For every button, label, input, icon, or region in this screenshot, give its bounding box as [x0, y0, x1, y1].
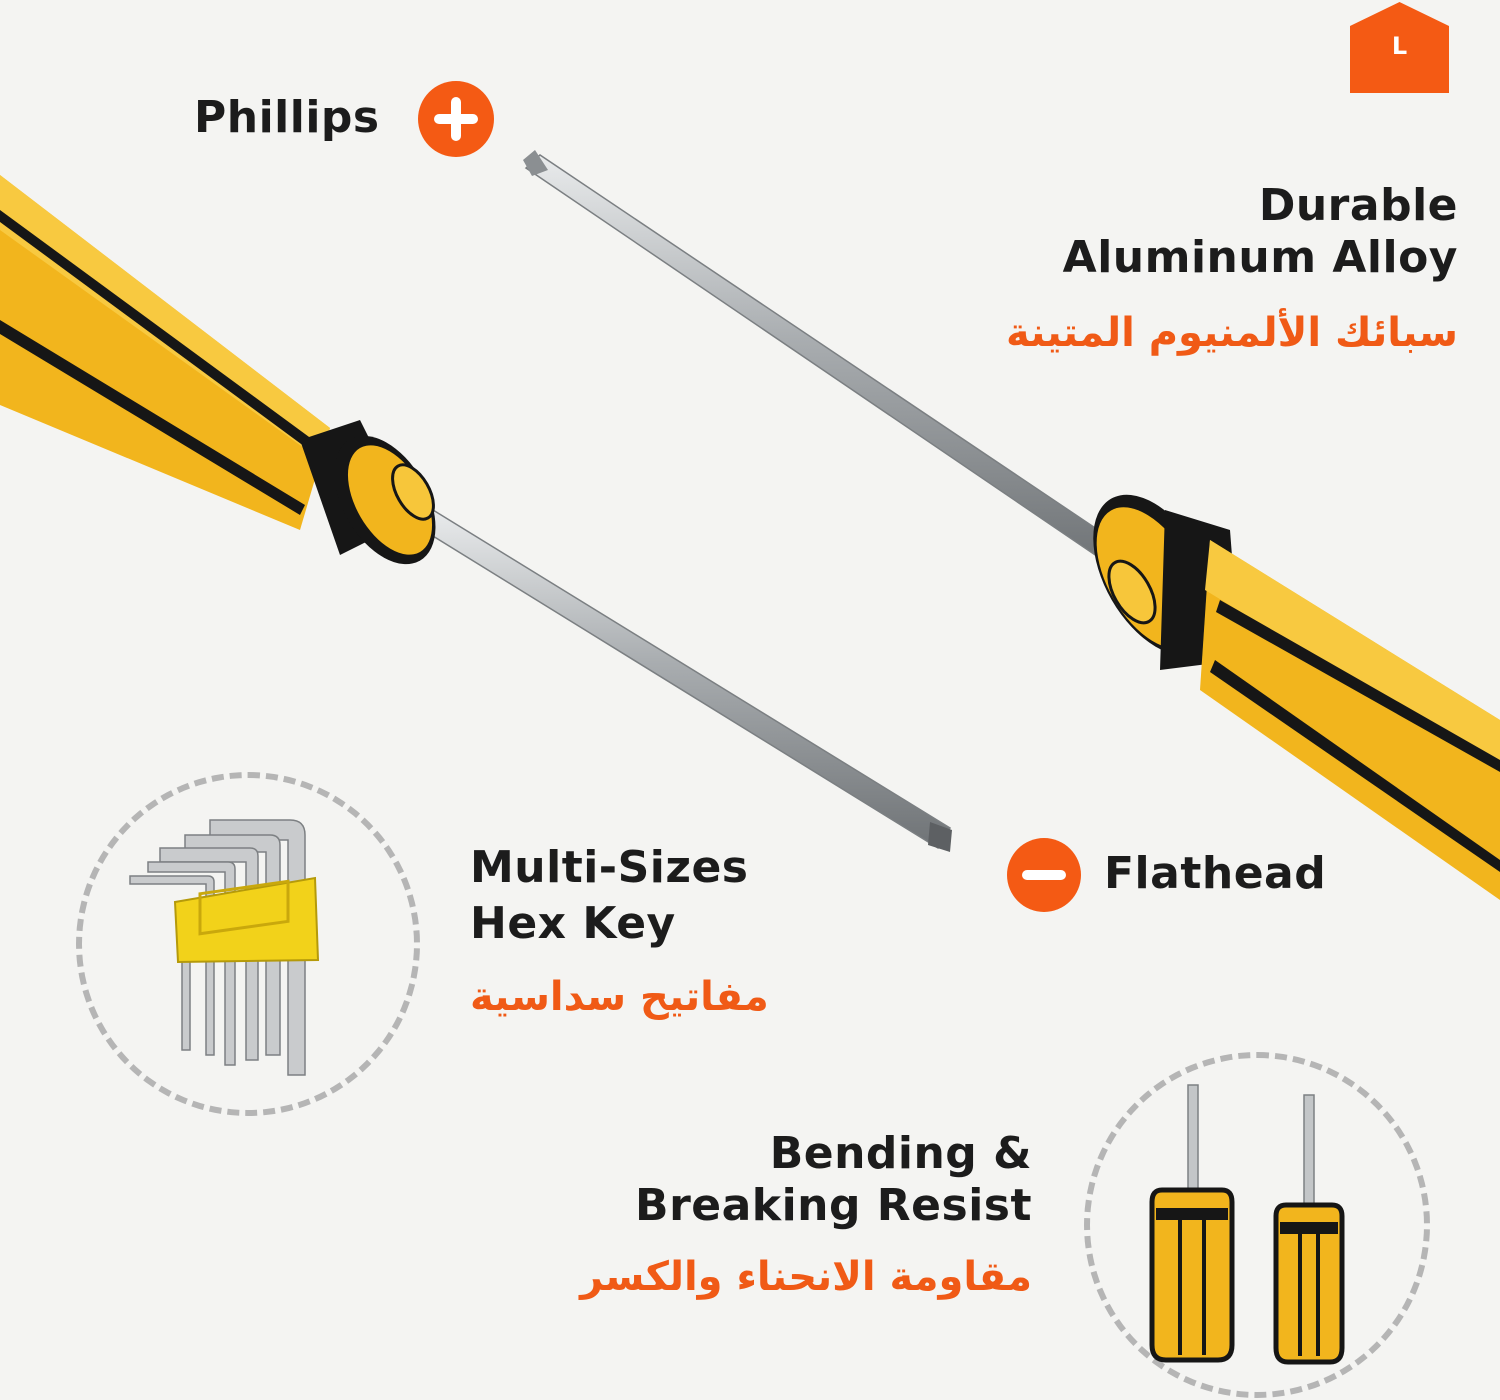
phillips-label: Phillips — [194, 92, 380, 143]
alloy-arabic: سبائك الألمنيوم المتينة — [1006, 310, 1458, 356]
brand-logo: L — [1350, 2, 1449, 93]
brand-logo-letter: L — [1391, 32, 1408, 60]
hex-key-set-image — [129, 819, 320, 1076]
phillips-screwdriver — [523, 150, 1500, 900]
flathead-badge — [1007, 838, 1081, 912]
minus-icon — [1022, 870, 1066, 880]
bending-title-line2: Breaking Resist — [635, 1180, 1032, 1231]
cross-icon — [434, 97, 478, 141]
hex-key-circle — [76, 772, 420, 1116]
bending-feature: Bending & Breaking Resist — [500, 1128, 1032, 1232]
hex-feature: Multi-Sizes Hex Key — [470, 840, 748, 952]
phillips-badge — [418, 81, 494, 157]
hex-title-line1: Multi-Sizes — [470, 842, 749, 893]
mini-screwdrivers-image — [1149, 1084, 1345, 1365]
hex-arabic: مفاتيح سداسية — [470, 974, 769, 1020]
brand-logo-shape — [1350, 2, 1449, 93]
alloy-feature: Durable Aluminum Alloy — [900, 180, 1458, 284]
bending-arabic: مقاومة الانحناء والكسر — [580, 1254, 1032, 1300]
bending-circle — [1084, 1052, 1430, 1398]
hex-title-line2: Hex Key — [470, 898, 676, 949]
flathead-screwdriver — [0, 175, 952, 852]
alloy-title-line1: Durable — [1258, 180, 1458, 231]
flathead-label: Flathead — [1104, 848, 1327, 899]
bending-title-line1: Bending & — [769, 1128, 1032, 1179]
alloy-title-line2: Aluminum Alloy — [1062, 232, 1458, 283]
